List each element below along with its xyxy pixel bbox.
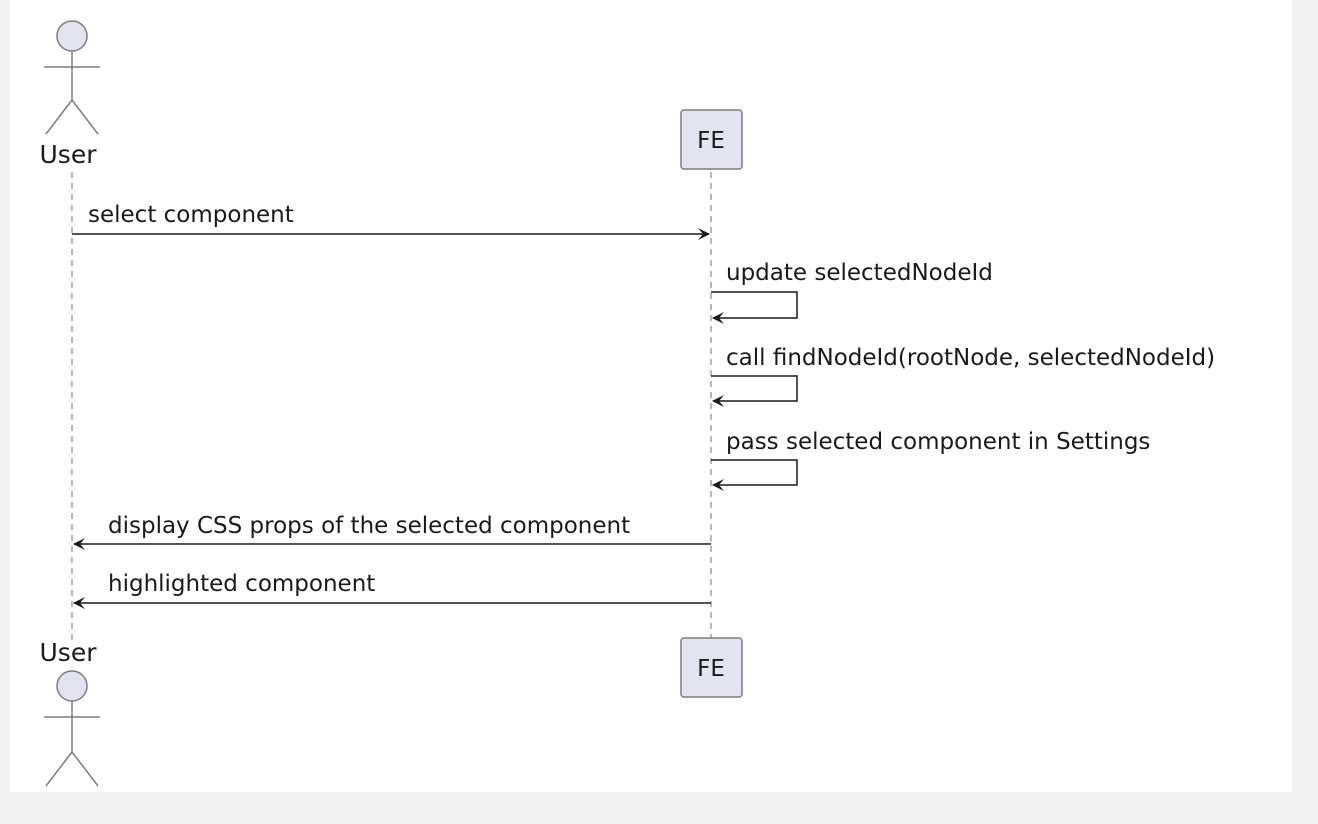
message-5: display CSS props of the selected compon… [73, 513, 711, 550]
diagram-background [10, 0, 1292, 792]
message-1: select component [72, 202, 710, 240]
fe-participant-label-bottom: FE [697, 656, 725, 682]
message-1-label: select component [88, 202, 294, 228]
fe-participant-top: FE [680, 109, 743, 170]
message-3: call findNodeId(rootNode, selectedNodeId… [711, 345, 1215, 407]
message-3-label: call findNodeId(rootNode, selectedNodeId… [726, 345, 1215, 371]
user-actor-top: User [40, 20, 100, 169]
message-6: highlighted component [73, 571, 711, 609]
user-actor-label-top: User [40, 140, 98, 169]
message-6-label: highlighted component [108, 571, 375, 597]
message-2: update selectedNodeId [711, 260, 993, 324]
message-4: pass selected component in Settings [711, 429, 1150, 491]
fe-participant-label-top: FE [697, 128, 725, 154]
fe-participant-bottom: FE [680, 637, 743, 698]
message-2-label: update selectedNodeId [726, 260, 993, 286]
message-4-label: pass selected component in Settings [726, 429, 1150, 455]
user-actor-label-bottom: User [40, 638, 98, 667]
actor-head-icon [56, 670, 88, 702]
user-actor-bottom: User [40, 638, 100, 787]
message-5-label: display CSS props of the selected compon… [108, 513, 630, 539]
actor-head-icon [56, 20, 88, 52]
